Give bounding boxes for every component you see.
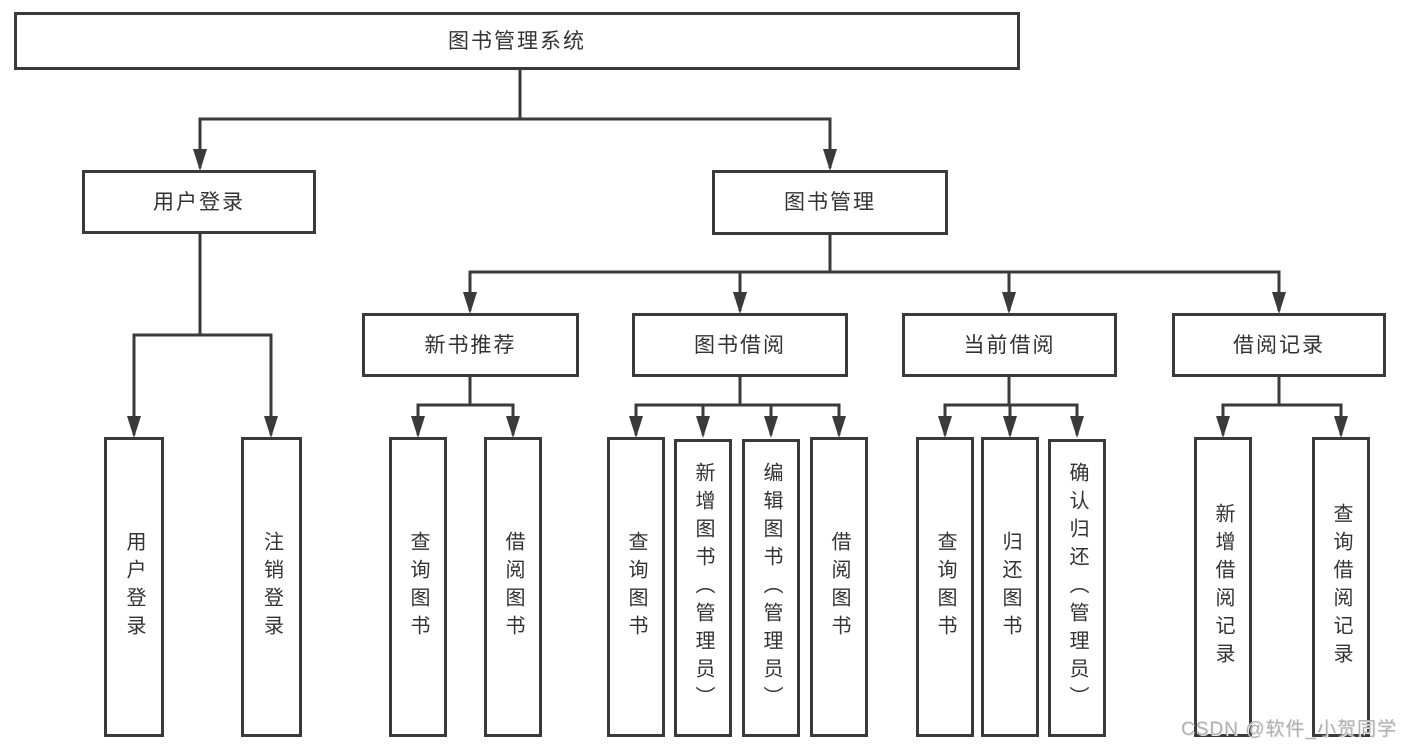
- node-borrow-books-recommend: 借阅图书: [484, 437, 542, 737]
- node-user-login: 用户登录: [82, 170, 316, 234]
- node-borrow-books-borrowing: 借阅图书: [810, 437, 868, 737]
- node-query-books-current: 查询图书: [916, 437, 974, 737]
- node-new-book-recommendation: 新书推荐: [362, 313, 579, 377]
- node-login: 用户登录: [104, 437, 164, 737]
- node-current-borrowing: 当前借阅: [902, 313, 1117, 377]
- node-add-borrow-record: 新增借阅记录: [1194, 437, 1252, 737]
- node-query-books-recommend: 查询图书: [389, 437, 447, 737]
- watermark: CSDN @软件_小贺同学: [1181, 719, 1397, 740]
- node-library-management-system: 图书管理系统: [14, 12, 1020, 70]
- node-query-borrow-record: 查询借阅记录: [1312, 437, 1370, 737]
- node-edit-books-admin: 编辑图书（管理员）: [742, 439, 800, 737]
- node-book-borrowing: 图书借阅: [632, 313, 848, 377]
- node-logout: 注销登录: [241, 437, 302, 737]
- node-query-books-borrowing: 查询图书: [607, 437, 665, 737]
- node-return-books: 归还图书: [981, 437, 1039, 737]
- node-add-books-admin: 新增图书（管理员）: [674, 439, 732, 737]
- node-borrowing-records: 借阅记录: [1172, 313, 1386, 377]
- node-book-management: 图书管理: [712, 170, 948, 235]
- node-confirm-return-admin: 确认归还（管理员）: [1048, 439, 1106, 737]
